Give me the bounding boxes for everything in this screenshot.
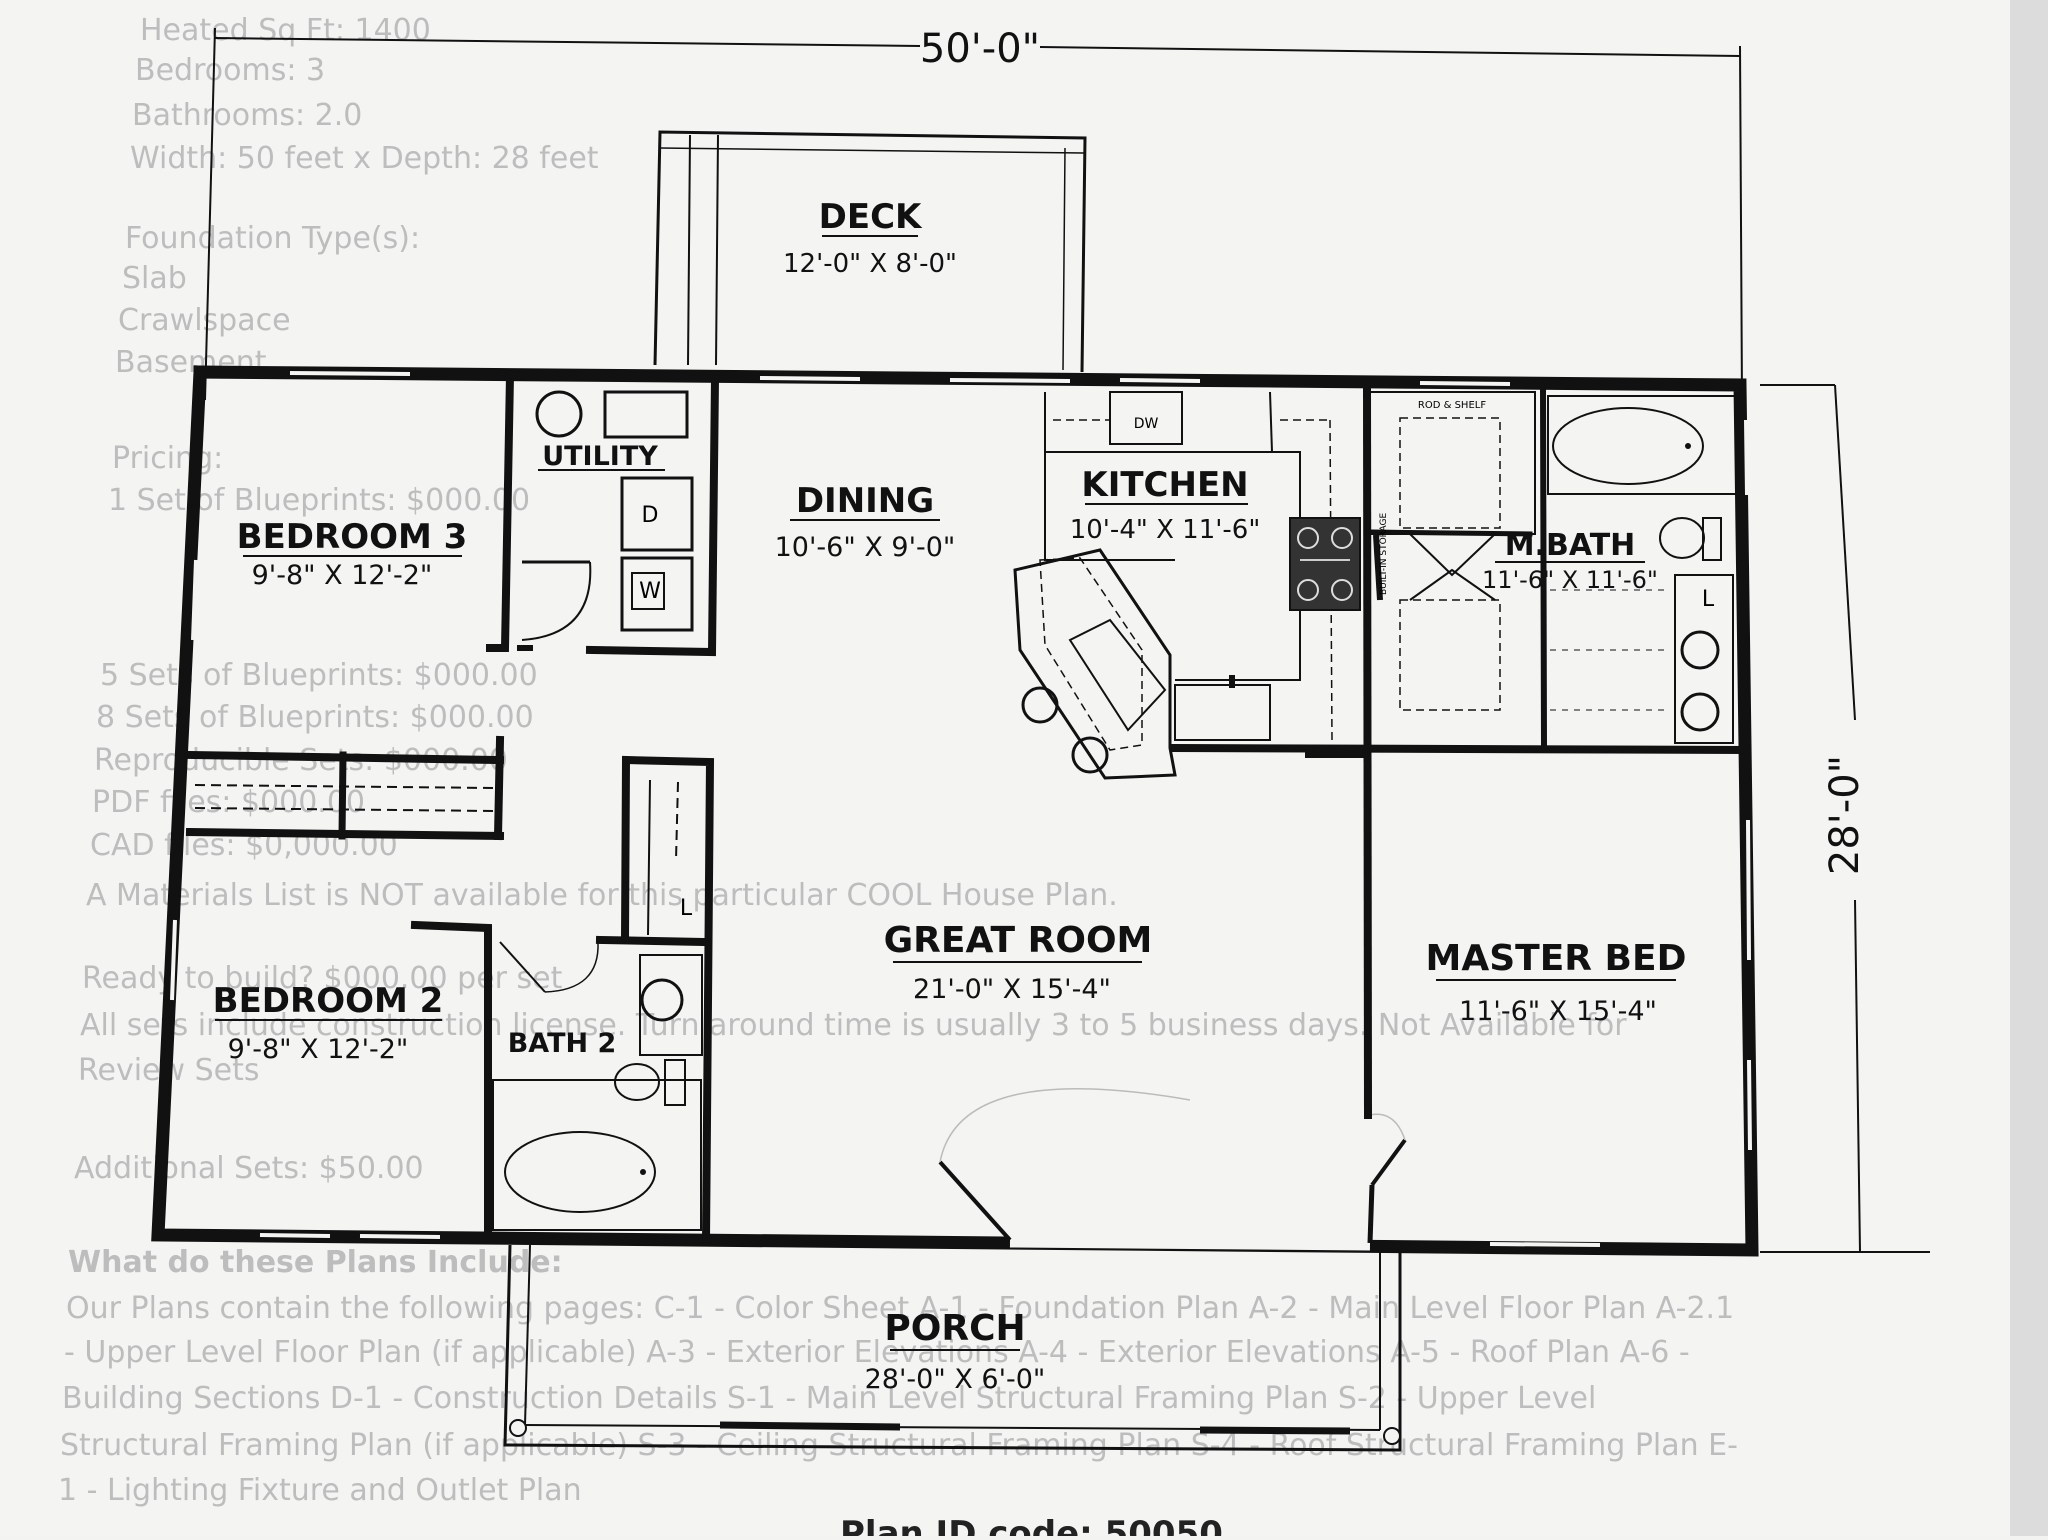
utility-fixtures: D W xyxy=(521,390,694,641)
dining-name: DINING xyxy=(796,481,934,521)
master-bed-size: 11'-6" X 15'-4" xyxy=(1459,996,1657,1027)
room-labels: DECK 12'-0" X 8'-0" UTILITY DINING 10'-6… xyxy=(213,197,1687,1395)
range-icon xyxy=(1289,517,1361,611)
depth-dimension: 28'-0" xyxy=(1760,384,1930,1253)
porch xyxy=(503,1242,1402,1452)
master-bath-size: 11'-6" X 11'-6" xyxy=(1482,566,1658,594)
ghost-line: 5 Sets of Blueprints: $000.00 xyxy=(100,658,538,693)
interior-walls xyxy=(185,370,1747,1245)
master-bath-name: M.BATH xyxy=(1505,528,1636,563)
utility-name: UTILITY xyxy=(542,441,658,472)
ghost-line: Structural Framing Plan (if applicable) … xyxy=(60,1428,1738,1463)
kitchen-size: 10'-4" X 11'-6" xyxy=(1070,515,1261,545)
dryer xyxy=(620,476,694,552)
bedroom2-name: BEDROOM 2 xyxy=(213,981,444,1021)
ghost-line: What do these Plans Include: xyxy=(68,1245,563,1280)
plan-id: Plan ID code: 50050 xyxy=(840,1514,1223,1536)
deck xyxy=(653,130,1087,373)
ghost-line: Crawlspace xyxy=(118,303,291,338)
bath2-name: BATH 2 xyxy=(508,1028,617,1059)
dryer-label: D xyxy=(642,503,659,528)
mbath-linen-label: L xyxy=(1702,587,1715,612)
ghost-line: Heated Sq Ft: 1400 xyxy=(140,13,431,48)
dining-size: 10'-6" X 9'-0" xyxy=(775,532,956,563)
porch-size: 28'-0" X 6'-0" xyxy=(865,1364,1046,1395)
great-room-size: 21'-0" X 15'-4" xyxy=(913,974,1111,1005)
ghost-line: Width: 50 feet x Depth: 28 feet xyxy=(130,141,599,176)
ghost-line: Pricing: xyxy=(112,441,223,476)
master-bed-name: MASTER BED xyxy=(1426,938,1687,979)
dishwasher-label: DW xyxy=(1134,416,1159,432)
ghost-line: 1 Set of Blueprints: $000.00 xyxy=(108,483,530,518)
ghost-line: Our Plans contain the following pages: C… xyxy=(66,1291,1734,1326)
ghost-line: Slab xyxy=(122,261,187,296)
rod-shelf-label: ROD & SHELF xyxy=(1418,400,1486,411)
bath2-linen-label: L xyxy=(680,896,693,921)
bedroom2-size: 9'-8" X 12'-2" xyxy=(228,1034,409,1065)
exterior-walls xyxy=(151,365,1759,1257)
ghost-line: PDF files: $000.00 xyxy=(92,785,365,820)
ghost-line: Bathrooms: 2.0 xyxy=(132,98,362,133)
depth-dimension-label: 28'-0" xyxy=(1822,755,1868,875)
kitchen-fixtures: DW xyxy=(1013,391,1365,780)
show-through-text: Heated Sq Ft: 1400 Bedrooms: 3 Bathrooms… xyxy=(58,13,1738,1540)
ghost-line: Building Sections D-1 - Construction Det… xyxy=(62,1381,1596,1416)
washer xyxy=(620,556,694,632)
porch-name: PORCH xyxy=(884,1308,1025,1349)
built-in-storage-label: BUILT-IN STORAGE xyxy=(1379,512,1389,595)
ghost-line: Bedrooms: 3 xyxy=(135,53,325,88)
kitchen-name: KITCHEN xyxy=(1081,465,1248,505)
deck-size: 12'-0" X 8'-0" xyxy=(783,249,957,279)
ghost-line: 8 Sets of Blueprints: $000.00 xyxy=(96,700,534,735)
ghost-line: - Upper Level Floor Plan (if applicable)… xyxy=(64,1335,1690,1370)
washer-label: W xyxy=(639,579,661,604)
width-dimension-label: 50'-0" xyxy=(920,26,1040,72)
ghost-line: 1 - Lighting Fixture and Outlet Plan xyxy=(58,1473,582,1508)
ghost-line: Foundation Type(s): xyxy=(125,221,420,256)
ghost-line: Ready to build? $000.00 per set xyxy=(82,961,563,996)
master-bath-fixtures: ROD & SHELF BUILT-IN STORAGE L xyxy=(1369,391,1737,744)
ghost-line: A Materials List is NOT available for th… xyxy=(86,878,1118,913)
dishwasher xyxy=(1109,391,1183,445)
width-dimension: 50'-0" xyxy=(204,26,1743,401)
bedroom3-name: BEDROOM 3 xyxy=(237,517,468,557)
great-room-name: GREAT ROOM xyxy=(884,920,1153,961)
deck-name: DECK xyxy=(819,197,923,237)
bedroom3-size: 9'-8" X 12'-2" xyxy=(252,560,433,591)
ghost-line: Additional Sets: $50.00 xyxy=(74,1151,424,1186)
